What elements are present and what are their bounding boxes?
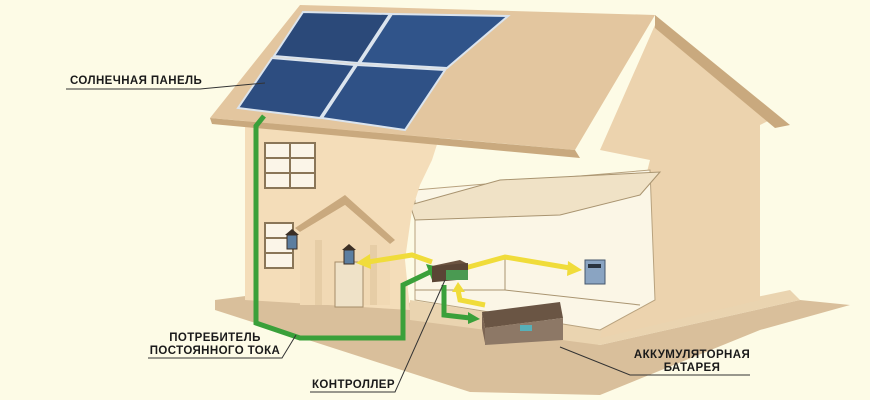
label-consumer-line2: ПОСТОЯННОГО ТОКА xyxy=(150,345,281,357)
leader-controller xyxy=(310,279,446,393)
leader-consumer xyxy=(148,334,297,359)
wall-lamp-icon xyxy=(342,244,356,265)
arrow-to-battery-icon xyxy=(468,312,480,324)
lower-window xyxy=(264,222,294,269)
controller-device xyxy=(432,260,468,283)
room-floor-edge xyxy=(504,289,641,306)
solar-panel xyxy=(358,12,511,70)
porch-column xyxy=(315,240,322,305)
leader-solar-panel xyxy=(66,82,266,90)
solar-panel xyxy=(320,63,447,132)
panel-cable xyxy=(253,114,432,341)
label-controller: КОНТРОЛЛЕР xyxy=(312,379,395,391)
load-arrow-left xyxy=(367,252,433,265)
label-battery-line1: АККУМУЛЯТОРНАЯ xyxy=(634,349,750,361)
load-arrow-right xyxy=(464,254,571,271)
porch-column xyxy=(370,245,377,305)
label-consumer-line1: ПОТРЕБИТЕЛЬ xyxy=(169,332,261,344)
label-battery-line2: БАТАРЕЯ xyxy=(664,362,721,374)
leader-battery xyxy=(559,346,750,376)
porch-roof xyxy=(295,195,395,244)
solar-panel xyxy=(236,56,357,120)
battery-device xyxy=(482,302,563,345)
wall-lamp-icon xyxy=(285,229,299,250)
arrow-to-meter-icon xyxy=(567,261,582,276)
arrow-to-lamp-icon xyxy=(356,254,371,269)
solar-panel xyxy=(272,10,392,65)
label-solar-panel: СОЛНЕЧНАЯ ПАНЕЛЬ xyxy=(70,75,202,87)
battery-to-controller-arrow xyxy=(455,289,486,308)
roof-edge xyxy=(210,118,580,158)
gable-roof-edge xyxy=(655,15,790,128)
interior-ceiling xyxy=(409,171,662,221)
meter-box xyxy=(584,259,606,285)
solar-panels xyxy=(236,10,511,132)
arrow-up-icon xyxy=(452,282,465,292)
controller-to-battery-arrow xyxy=(441,285,471,321)
upper-window xyxy=(264,142,316,189)
door xyxy=(334,261,364,308)
